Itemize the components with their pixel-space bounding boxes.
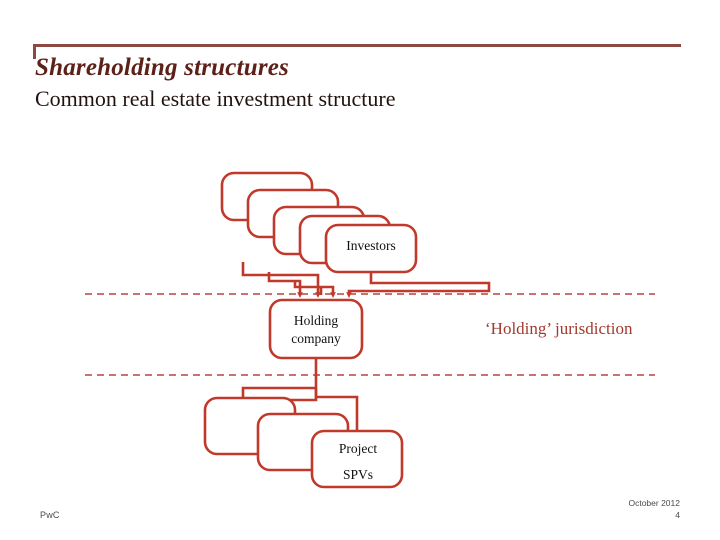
page-subtitle: Common real estate investment structure bbox=[35, 86, 396, 111]
footer-brand-pwc: PwC bbox=[40, 510, 60, 520]
page-title: Shareholding structures bbox=[35, 54, 289, 81]
holding-company-label-line2: company bbox=[291, 331, 341, 346]
project-spvs-label-line1: Project bbox=[338, 441, 378, 456]
header-rule bbox=[33, 44, 681, 47]
investors-node-stack[interactable] bbox=[220, 171, 418, 274]
holding-company-label-line1: Holding bbox=[293, 313, 339, 328]
header-corner-stub bbox=[33, 44, 36, 59]
connector-lines-holding-to-spv bbox=[240, 359, 359, 433]
holding-company-box bbox=[268, 298, 364, 360]
holding-company-node[interactable] bbox=[268, 298, 364, 360]
spv-box-front bbox=[310, 429, 404, 489]
investors-box-front bbox=[324, 223, 418, 274]
footer-date: October 2012 bbox=[628, 498, 680, 508]
connector-lines bbox=[241, 262, 491, 298]
project-spvs-node-stack[interactable] bbox=[203, 396, 404, 489]
investors-label: Investors bbox=[346, 238, 396, 253]
project-spvs-label-line2: SPVs bbox=[342, 467, 374, 482]
footer-page-number: 4 bbox=[675, 510, 680, 520]
holding-jurisdiction-annotation: ‘Holding’ jurisdiction bbox=[485, 319, 633, 338]
